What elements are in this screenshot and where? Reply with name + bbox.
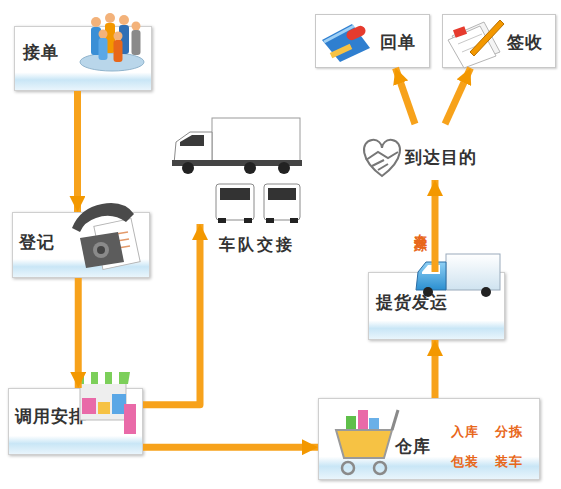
flow-arrow <box>75 278 82 388</box>
node-label: 调用安排 <box>15 407 87 426</box>
fleet-node: 车队交接 <box>165 112 305 224</box>
process-box: 登记 <box>12 212 150 278</box>
node-label: 包装 <box>451 455 479 469</box>
node-label: 签收 <box>507 33 543 52</box>
edge-label: 在途追踪 <box>411 224 429 228</box>
flow-arrow <box>143 224 200 405</box>
node-label: 回单 <box>380 33 416 52</box>
flow-arrow <box>432 180 439 272</box>
process-box: 调用安排 <box>8 388 143 455</box>
node-label: 提货发运 <box>376 293 448 312</box>
flow-arrow <box>74 91 81 212</box>
node-label: 入库 <box>451 425 479 439</box>
node-label: 到达目的 <box>405 148 477 167</box>
flow-arrow <box>143 444 318 451</box>
flow-arrow <box>432 340 439 398</box>
process-box: 接单 <box>14 26 152 91</box>
process-box: 提货发运 <box>368 272 505 340</box>
node-label: 车队交接 <box>219 236 295 254</box>
handshake-icon <box>364 140 400 176</box>
flow-arrow <box>396 68 416 124</box>
result-box: 签收 <box>442 14 556 68</box>
node-label: 仓库 <box>395 437 431 456</box>
node-label: 装车 <box>495 455 523 469</box>
truck-fleet-illustration <box>172 118 302 223</box>
warehouse-box: 仓库 入库 分拣包装 装车 <box>318 398 540 480</box>
arrival-node: 到达目的 <box>360 124 505 180</box>
node-label: 接单 <box>23 43 59 62</box>
node-label: 登记 <box>19 233 55 252</box>
node-label: 分拣 <box>495 425 523 439</box>
flow-arrow <box>445 68 471 124</box>
result-box: 回单 <box>315 14 430 68</box>
